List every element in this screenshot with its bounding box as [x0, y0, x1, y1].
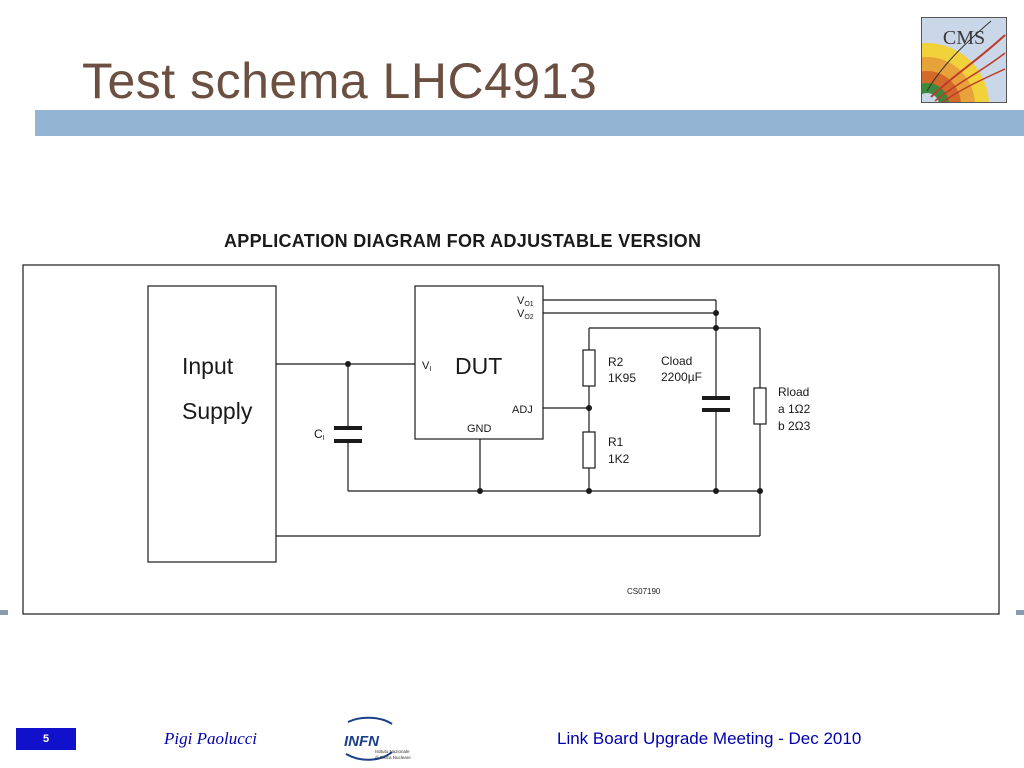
junction-dot	[713, 310, 719, 316]
vo2-pin-label: VO2	[517, 308, 534, 321]
rload-option-b: b 2Ω3	[778, 419, 811, 433]
cms-logo: CMS	[921, 17, 1007, 103]
junction-dot	[586, 488, 592, 494]
junction-dot	[586, 405, 592, 411]
rload-resistor	[753, 387, 767, 425]
r2-value: 1K95	[608, 371, 636, 385]
input-supply-box	[147, 285, 277, 563]
r2-name: R2	[608, 355, 624, 369]
junction-dot	[757, 488, 763, 494]
r1-name: R1	[608, 435, 624, 449]
figure-code: CS07190	[627, 587, 661, 596]
junction-dot	[713, 488, 719, 494]
left-edge-mark	[0, 610, 8, 615]
right-edge-mark	[1016, 610, 1024, 615]
cload-name: Cload	[661, 354, 692, 368]
junction-dot	[713, 325, 719, 331]
rload-name: Rload	[778, 385, 809, 399]
infn-logo-subtext-2: di Fisica Nucleare	[375, 755, 411, 760]
junction-dot	[477, 488, 483, 494]
r2-resistor	[582, 349, 596, 387]
ci-label: CI	[314, 427, 325, 442]
rload-option-a: a 1Ω2	[778, 402, 811, 416]
diagram-frame	[22, 264, 1000, 615]
input-supply-label-line1: Input	[182, 353, 234, 379]
slide-title: Test schema LHC4913	[82, 53, 598, 109]
adj-pin-label: ADJ	[512, 404, 533, 416]
dut-label: DUT	[455, 353, 502, 379]
infn-logo-subtext-1: Istituto Nazionale	[375, 749, 410, 754]
junction-dot	[345, 361, 351, 367]
r1-value: 1K2	[608, 452, 630, 466]
slide-number: 5	[16, 728, 76, 750]
infn-logo-text: INFN	[344, 733, 380, 750]
dut-box	[414, 285, 544, 440]
title-bar	[35, 110, 1024, 136]
cload-value: 2200µF	[661, 370, 702, 384]
infn-logo: INFN Istituto Nazionale di Fisica Nuclea…	[340, 716, 420, 764]
cms-logo-text: CMS	[943, 27, 985, 49]
diagram-heading: APPLICATION DIAGRAM FOR ADJUSTABLE VERSI…	[224, 231, 702, 251]
gnd-pin-label: GND	[467, 423, 492, 435]
author-name: Pigi Paolucci	[164, 729, 258, 748]
r1-resistor	[582, 431, 596, 469]
footer-meeting-text: Link Board Upgrade Meeting - Dec 2010	[557, 729, 862, 748]
input-supply-label-line2: Supply	[182, 398, 253, 424]
vo1-pin-label: VO1	[517, 295, 534, 308]
vi-pin-label: VI	[422, 360, 431, 373]
